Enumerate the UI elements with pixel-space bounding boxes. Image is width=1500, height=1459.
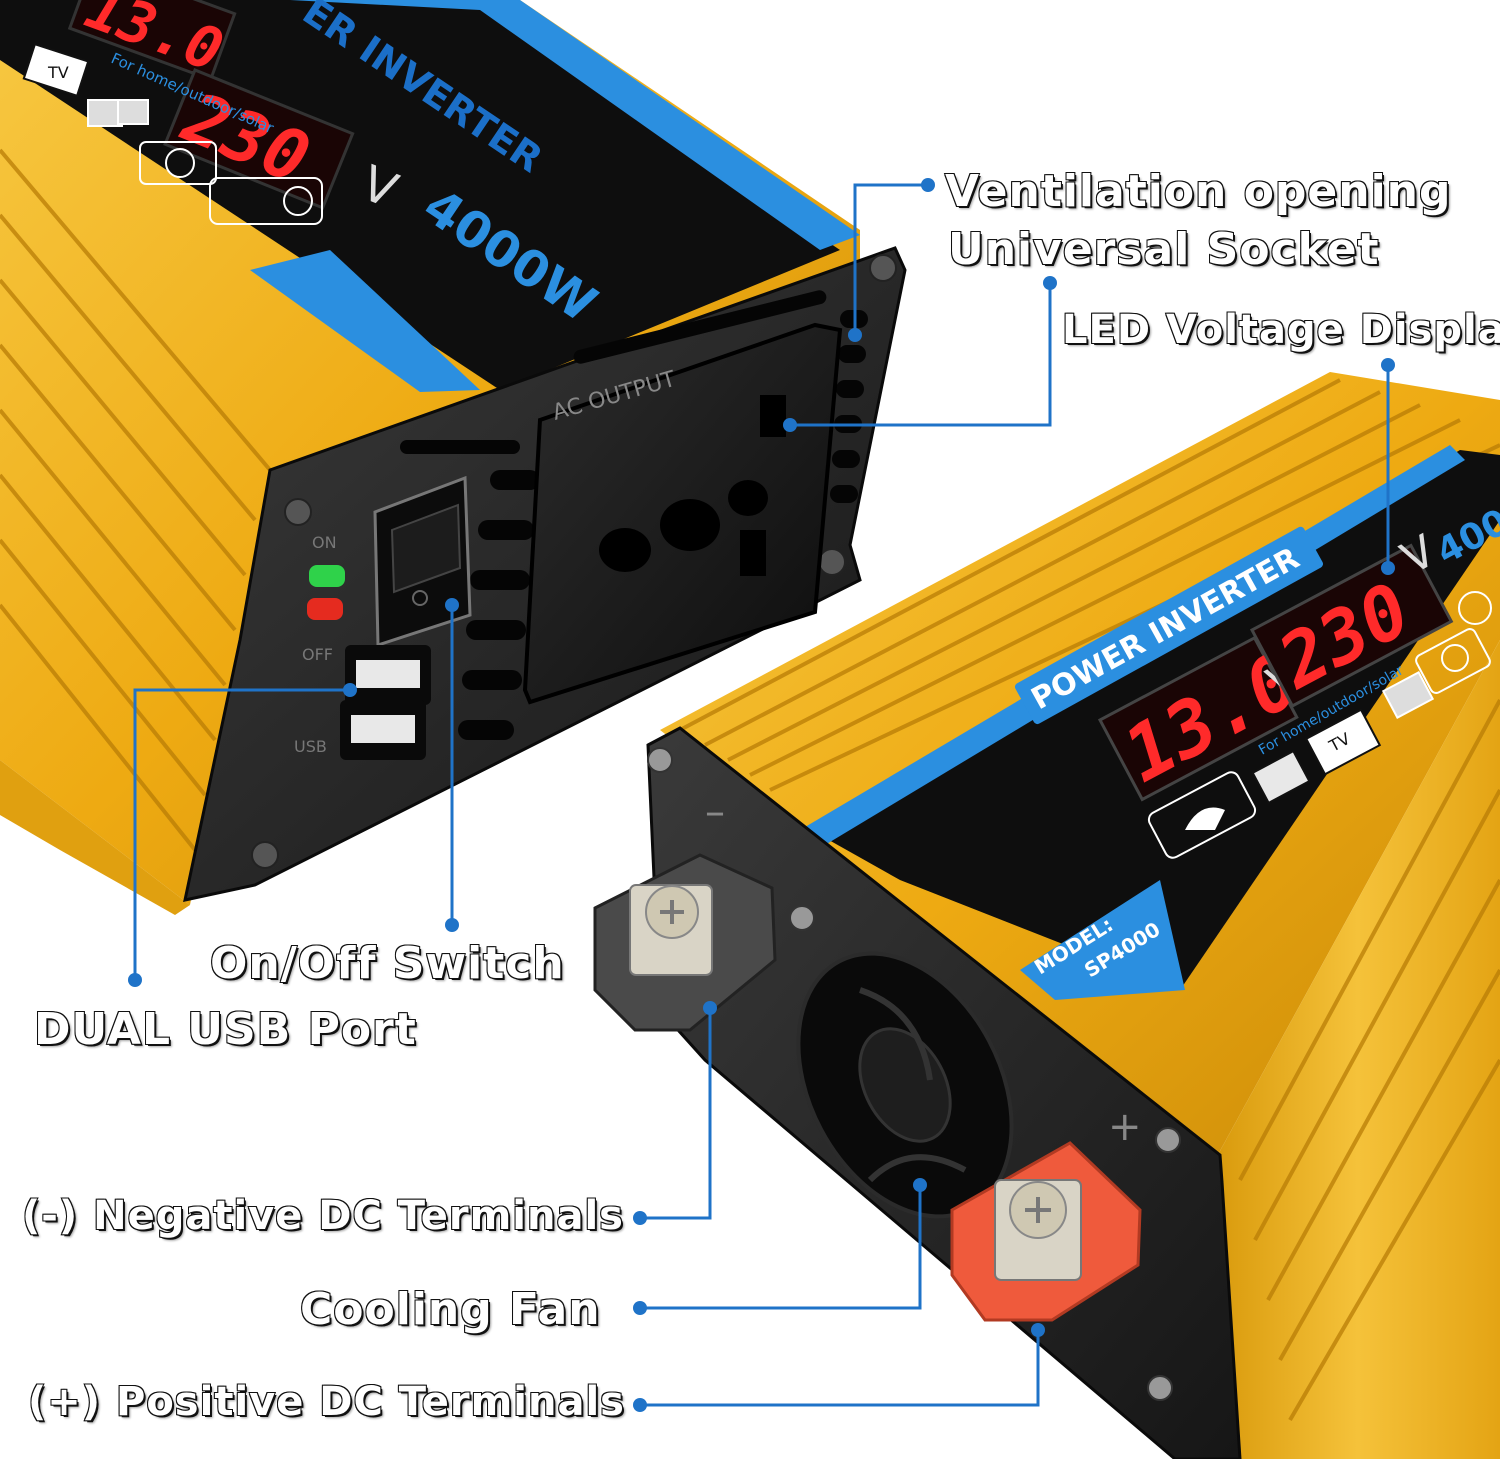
callout-negative: (-) Negative DC Terminals <box>21 1193 624 1239</box>
top-camera-icon <box>139 141 217 185</box>
dc-plate-screws <box>647 747 1181 1401</box>
top-monitor-icon <box>117 99 149 125</box>
screw-icon <box>818 548 846 576</box>
usb-port-2 <box>340 700 426 760</box>
bottom-camera-icon <box>1415 628 1491 694</box>
top-icons: TV <box>22 42 323 225</box>
callout-usb: DUAL USB Port <box>33 1004 417 1055</box>
top-laptop-icon <box>87 99 123 127</box>
positive-dc-terminal <box>950 1141 1142 1322</box>
callout-fan: Cooling Fan <box>299 1284 601 1335</box>
callout-line-fan <box>640 1185 922 1310</box>
bottom-lamp-icon <box>1147 771 1257 859</box>
bottom-monitor-icon <box>1381 671 1435 719</box>
usb-label: USB <box>294 737 327 756</box>
negative-sign: – <box>705 789 725 835</box>
top-tv-label: TV <box>47 63 69 82</box>
switch-off-label: OFF <box>302 645 333 664</box>
callout-lines <box>133 183 1390 1407</box>
bottom-model-stripe <box>1020 880 1185 1000</box>
screw-icon <box>251 841 279 869</box>
switch-on-label: ON <box>312 533 337 552</box>
callout-line-negative <box>640 1008 712 1220</box>
screw-icon <box>1155 1127 1181 1153</box>
screw-icon <box>1147 1375 1173 1401</box>
callout-dots <box>128 178 1395 1412</box>
callout-line-socket <box>790 283 1052 427</box>
top-tv-icon <box>22 42 90 98</box>
callout-switch: On/Off Switch <box>209 938 565 989</box>
led-red-indicator <box>307 598 343 620</box>
inverter-top-left: ER INVERTER 4000W 13.0 V 230 V For home/… <box>0 0 907 915</box>
callout-positive: (+) Positive DC Terminals <box>27 1379 625 1425</box>
housing-left-foot <box>0 760 190 915</box>
top-blue-stripe <box>290 0 860 250</box>
bottom-tv-icon: TV <box>1304 708 1382 776</box>
screw-icon <box>647 747 673 773</box>
top-blue-stripe-lower <box>250 250 480 392</box>
callout-led-display: LED Voltage Display <box>1061 307 1500 353</box>
bottom-icons: TV <box>1147 591 1492 859</box>
negative-dc-terminal <box>593 853 777 1032</box>
ac-plate-screws <box>251 254 897 869</box>
screw-icon <box>869 254 897 282</box>
socket-holes <box>599 395 786 576</box>
positive-sign: + <box>1108 1104 1142 1150</box>
cooling-fan <box>796 951 1014 1219</box>
callout-ventilation: Ventilation opening <box>944 166 1452 217</box>
bottom-laptop-icon <box>1251 749 1311 805</box>
callout-line-ventilation <box>853 183 928 335</box>
led-green-indicator <box>309 565 345 587</box>
bottom-fan-icon <box>1458 591 1492 625</box>
top-fan-icon <box>209 177 323 225</box>
housing-fins-left <box>0 148 272 852</box>
callout-line-positive <box>640 1330 1040 1407</box>
callout-socket: Universal Socket <box>947 224 1380 275</box>
screw-icon <box>284 498 312 526</box>
screw-icon <box>789 905 815 931</box>
callout-line-usb <box>133 688 350 980</box>
inverter-bottom-right: POWER INVERTER 400 MODEL: SP4000 13.0 V … <box>593 372 1500 1459</box>
usb-port-1 <box>345 645 431 705</box>
